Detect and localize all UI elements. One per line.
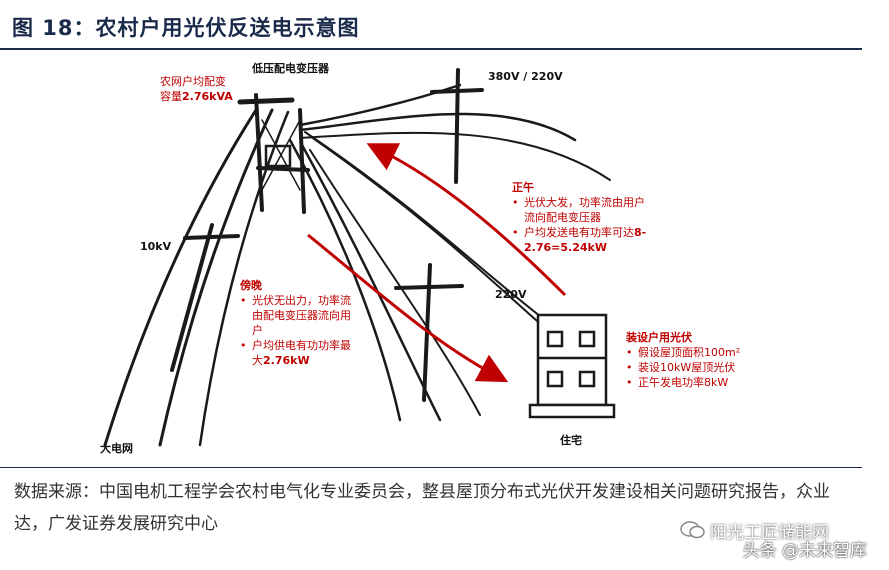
hv-line-3 [198, 110, 290, 447]
lv-mid-line-3 [309, 149, 481, 416]
lv-crossarm-top [430, 88, 484, 94]
lv-mid-line-1 [288, 138, 402, 422]
house-label: 住宅 [560, 434, 582, 447]
install-annotation: 装设户用光伏 假设屋顶面积100m² 装设10kW屋顶光伏 正午发电功率8kW [626, 330, 766, 390]
source-note: 数据来源：中国电机工程学会农村电气化专业委员会，整县屋顶分布式光伏开发建设相关问… [14, 482, 830, 534]
watermark-site: 阳光工匠储能网 [710, 523, 829, 543]
noon-annotation: 正午 光伏大发，功率流由用户流向配电变压器 户均发送电有功率可达8-2.76=5… [512, 180, 652, 255]
lv-top-line-1 [298, 83, 462, 127]
house [528, 313, 616, 419]
source-rule [0, 467, 862, 468]
wechat-icon [680, 521, 705, 539]
hv-crossarm [183, 234, 240, 240]
install-bullet-2: 装设10kW屋顶光伏 [626, 360, 766, 375]
transformer-pole-left [254, 93, 264, 212]
noon-heading: 正午 [512, 181, 534, 194]
grid-label: 大电网 [100, 442, 133, 455]
lv-pole-top [454, 68, 460, 184]
lv-crossarm-mid [394, 284, 464, 290]
hv-10kv-label: 10kV [140, 240, 172, 253]
install-heading: 装设户用光伏 [626, 331, 692, 344]
noon-flow-arrow [366, 143, 567, 297]
install-bullet-1: 假设屋顶面积100m² [626, 345, 766, 360]
capacity-prefix: 容量 [160, 90, 182, 103]
transformer-box [264, 144, 292, 168]
voltage-220-label: 220V [495, 288, 527, 301]
capacity-value: 2.76kVA [182, 90, 233, 103]
noon-bullet-1: 光伏大发，功率流由用户流向配电变压器 [512, 195, 652, 225]
evening-annotation: 傍晚 光伏无出力，功率流由配电变压器流向用户 户均供电有功功率最大2.76kW [240, 278, 356, 368]
figure-title: 图 18：农村户用光伏反送电示意图 [12, 16, 360, 40]
transformer-platform [256, 166, 310, 172]
evening-bullet-2-prefix: 户均供电有功功率最大 [252, 339, 351, 367]
transformer-label: 低压配电变压器 [252, 62, 329, 75]
evening-bullet-1: 光伏无出力，功率流由配电变压器流向用户 [240, 293, 356, 338]
watermark-toutiao: 头条 @未来智库 [742, 541, 867, 561]
lv-top-line-2 [298, 112, 577, 142]
noon-bullet-2-prefix: 户均发送电有功率可达 [524, 226, 634, 239]
title-rule [0, 48, 862, 50]
evening-flow-arrow [307, 233, 509, 383]
service-drop-2 [309, 135, 546, 329]
noon-bullet-2-value: 8-2.76=5.24kW [524, 226, 647, 254]
voltage-380-label: 380V / 220V [488, 70, 563, 83]
evening-bullet-2-value: 2.76kW [263, 354, 310, 367]
hv-pole [170, 223, 214, 372]
capacity-annotation: 农网户均配变 容量2.76kVA [160, 74, 233, 104]
power-line-diagram [103, 68, 616, 447]
install-bullet-3: 正午发电功率8kW [626, 375, 766, 390]
capacity-line1: 农网户均配变 [160, 75, 226, 88]
transformer-crossarm [237, 97, 295, 105]
hv-line-2 [158, 108, 274, 447]
hv-line-1 [103, 108, 258, 447]
evening-heading: 傍晚 [240, 279, 262, 292]
